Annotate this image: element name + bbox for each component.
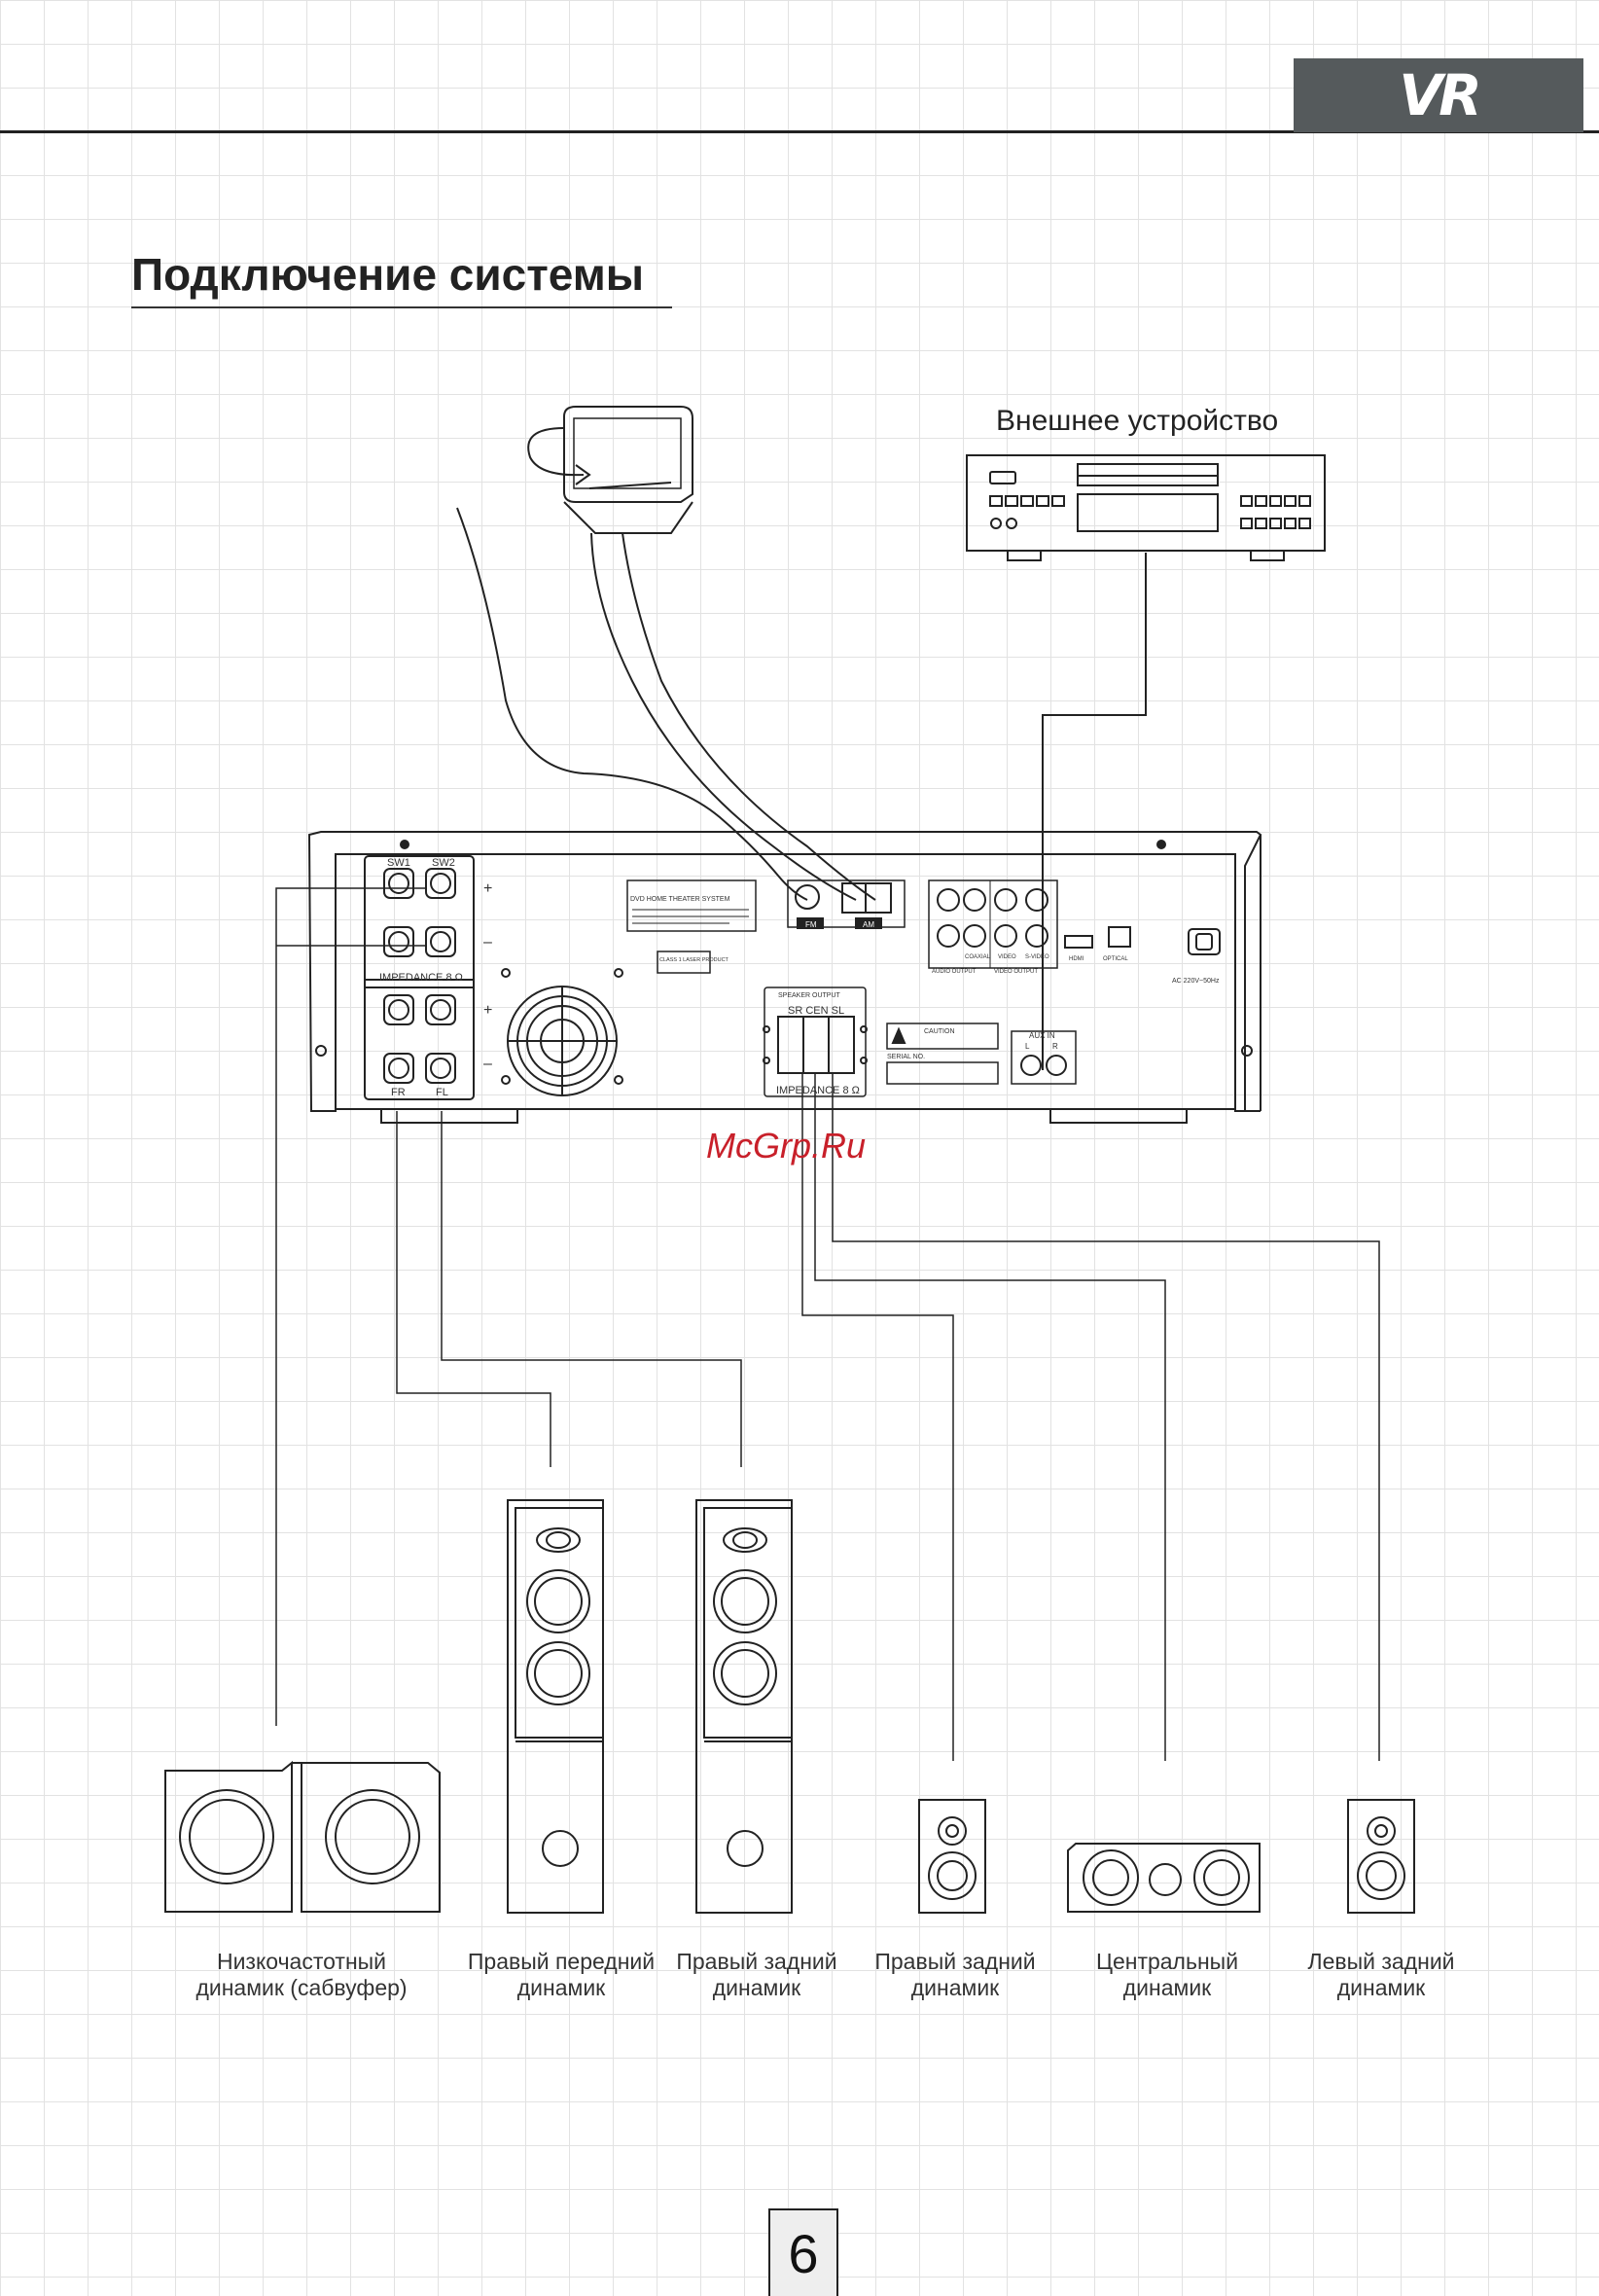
am-antenna-wire-2	[622, 532, 876, 901]
ac-label: AC 220V~50Hz	[1172, 978, 1220, 985]
external-device-label: Внешнее устройство	[996, 405, 1279, 437]
fm-label: FM	[805, 920, 817, 929]
page-number: 6	[768, 2208, 838, 2296]
hdmi-port	[1064, 935, 1093, 949]
subwoofer-icon	[164, 1760, 441, 1913]
aux-in-label: AUX IN	[1029, 1031, 1055, 1040]
hdmi-label: HDMI	[1069, 956, 1084, 962]
audio-output-label: AUDIO OUTPUT	[932, 969, 977, 975]
am-loop-antenna-icon	[527, 406, 693, 534]
plus-label-2: +	[483, 1002, 492, 1019]
header-rule	[0, 130, 1599, 133]
fm-antenna-wire	[456, 507, 808, 901]
am-antenna-wire-1	[590, 532, 857, 901]
coaxial-label: COAXIAL	[965, 954, 991, 960]
aux-r-label: R	[1052, 1042, 1058, 1051]
serial-no-label: SERIAL NO.	[887, 1054, 925, 1060]
brand-logo: VR	[1294, 58, 1583, 132]
front-subwoofer-terminals	[364, 855, 475, 1100]
page-title: Подключение системы	[131, 249, 645, 300]
aux-cable	[1042, 553, 1147, 1070]
sw2-label: SW2	[432, 857, 455, 869]
rear-right-speaker-icon	[918, 1799, 986, 1914]
video-output-label: VIDEO OUTPUT	[994, 969, 1038, 975]
impedance-label-surround: IMPEDANCE 8 Ω	[776, 1085, 860, 1096]
aux-l-label: L	[1025, 1042, 1030, 1051]
rear-left-speaker-icon	[1347, 1799, 1415, 1914]
main-unit-back-panel	[307, 831, 1262, 1124]
optical-port	[1108, 926, 1131, 948]
model-info-plate	[626, 879, 757, 932]
fm-jack	[795, 884, 820, 910]
plus-label-1: +	[483, 880, 492, 897]
external-device-icon	[966, 454, 1326, 561]
optical-label: OPTICAL	[1103, 956, 1128, 962]
aux-in-jacks	[1011, 1030, 1077, 1085]
sr-cen-sl-label: SR CEN SL	[788, 1005, 844, 1017]
s-video-label: S-VIDEO	[1025, 954, 1049, 960]
av-output-jacks	[928, 879, 1058, 969]
speaker-output-label: SPEAKER OUTPUT	[778, 992, 841, 999]
serial-number-box	[886, 1061, 999, 1085]
fl-label: FL	[436, 1087, 448, 1098]
minus-label-2: –	[483, 1056, 492, 1072]
front-right-speaker-icon	[507, 1499, 604, 1914]
ac-power-inlet	[1195, 933, 1213, 951]
title-underline	[131, 306, 672, 308]
rear-right-tower-speaker-icon	[695, 1499, 793, 1914]
plate-model-text: DVD HOME THEATER SYSTEM	[630, 896, 730, 903]
caution-label	[886, 1022, 999, 1050]
am-label: AM	[863, 920, 874, 929]
caution-text: CAUTION	[924, 1028, 955, 1035]
cooling-fan-icon	[507, 986, 618, 1096]
class1-laser-text: CLASS 1 LASER PRODUCT	[659, 957, 729, 963]
watermark: McGrp.Ru	[706, 1126, 867, 1166]
impedance-label-front: IMPEDANCE 8 Ω	[379, 972, 463, 984]
fr-label: FR	[391, 1087, 406, 1098]
sw1-label: SW1	[387, 857, 410, 869]
center-speaker-icon	[1067, 1843, 1261, 1913]
class1-laser-label	[657, 951, 711, 974]
video-label: VIDEO	[998, 954, 1016, 960]
minus-label-1: –	[483, 934, 492, 951]
